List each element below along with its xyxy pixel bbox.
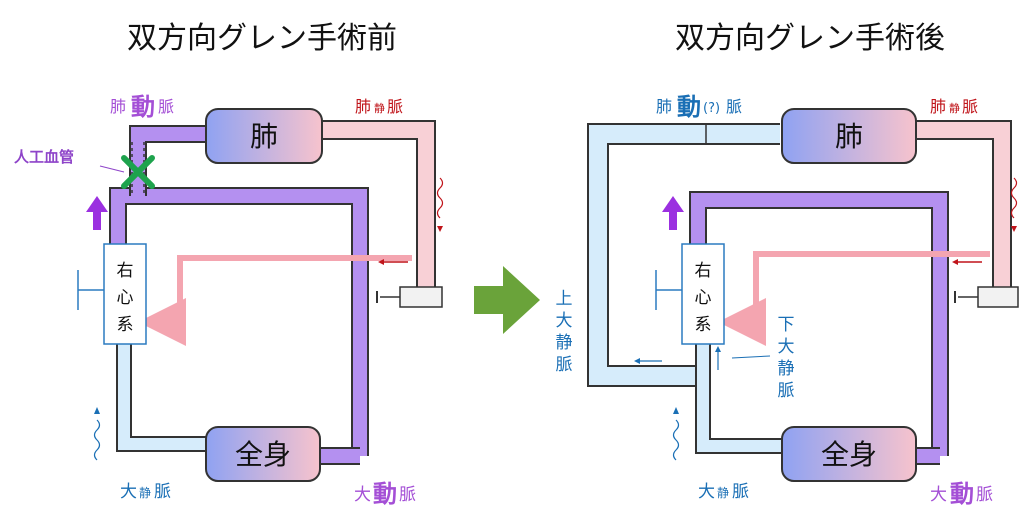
right-lung-label: 肺 [835, 120, 863, 153]
svg-text:静: 静 [556, 333, 573, 353]
svg-text:動: 動 [373, 480, 397, 508]
right-wavy-blue-icon [672, 419, 680, 461]
left-lung-label: 肺 [250, 120, 278, 153]
left-shunt-label: 人工血管 [14, 148, 74, 166]
svg-text:動: 動 [950, 480, 974, 508]
svg-text:肺: 肺 [930, 97, 946, 116]
right-heart-bracket [655, 270, 682, 310]
svg-text:(?): (?) [703, 101, 720, 116]
left-syringe-icon [376, 286, 443, 308]
right-diagram: 双方向グレン手術後 [556, 21, 1019, 508]
svg-text:大: 大 [698, 482, 715, 502]
left-pulmonary-return-arrow [138, 255, 412, 346]
svg-text:静: 静 [949, 101, 960, 115]
right-up-arrow-icon [662, 196, 684, 230]
left-body-label: 全身 [235, 438, 291, 471]
svg-text:右: 右 [695, 261, 712, 281]
svg-text:動: 動 [131, 93, 155, 121]
left-vc-label: 大 静 脈 [120, 482, 171, 502]
svg-text:脈: 脈 [399, 485, 416, 505]
svg-text:脈: 脈 [556, 355, 573, 375]
right-small-red-arrow [952, 259, 982, 265]
right-wavy-red-icon [1010, 177, 1018, 219]
left-aorta-loop [109, 187, 369, 465]
svg-text:心: 心 [695, 288, 712, 308]
right-heart-box: 右 心 系 [681, 243, 725, 345]
right-svc-flow-arrow [634, 358, 662, 364]
svg-text:脈: 脈 [962, 97, 978, 116]
svg-text:動: 動 [677, 93, 701, 121]
right-pulmonary-return-arrow [718, 251, 990, 346]
svg-text:系: 系 [695, 315, 712, 335]
left-up-arrow-icon [86, 196, 108, 230]
right-aorta-label: 大 動 脈 [930, 480, 993, 508]
svg-text:脈: 脈 [976, 485, 993, 505]
svg-text:静: 静 [778, 359, 795, 379]
right-lung-box: 肺 [781, 108, 917, 164]
svg-text:脈: 脈 [387, 97, 403, 116]
svg-text:静: 静 [139, 486, 151, 500]
svg-text:下: 下 [778, 315, 795, 335]
svg-text:脈: 脈 [732, 482, 749, 502]
left-wavy-blue-icon [93, 419, 101, 461]
left-lung-box: 肺 [205, 108, 323, 164]
svg-text:肺: 肺 [110, 97, 126, 116]
svg-text:静: 静 [717, 486, 729, 500]
svg-text:上: 上 [556, 289, 573, 309]
left-x-mark-icon [121, 155, 155, 189]
left-body-box: 全身 [205, 426, 321, 482]
svg-text:大: 大 [930, 485, 947, 505]
left-wavy-red-icon [436, 177, 444, 219]
svg-text:脈: 脈 [154, 482, 171, 502]
right-pv-label: 肺 静 脈 [930, 97, 978, 116]
right-body-box: 全身 [781, 426, 917, 482]
svg-text:大: 大 [354, 485, 371, 505]
svg-text:肺: 肺 [355, 97, 371, 116]
right-aorta-loop [689, 191, 949, 465]
right-pa-label: 肺 動 (?) 脈 [656, 93, 742, 121]
left-title: 双方向グレン手術前 [127, 21, 397, 56]
left-pv-label: 肺 静 脈 [355, 97, 403, 116]
left-pa-label: 肺 動 脈 [110, 93, 174, 121]
right-svc-loop [587, 123, 780, 387]
right-body-label: 全身 [821, 438, 877, 471]
left-heart-box: 右 心 系 [103, 243, 147, 345]
left-heart-2: 心 [117, 288, 134, 308]
svg-text:脈: 脈 [726, 97, 742, 116]
svg-text:大: 大 [556, 311, 573, 331]
left-small-red-arrow [378, 259, 408, 265]
right-syringe-icon [954, 286, 1019, 308]
svg-text:大: 大 [120, 482, 137, 502]
right-svc-label: 上 大 静 脈 [556, 289, 573, 375]
svg-text:大: 大 [778, 337, 795, 357]
left-diagram: 双方向グレン手術前 [14, 21, 444, 508]
left-vena-cava [116, 344, 206, 452]
right-ivc-label: 下 大 静 脈 [778, 315, 795, 401]
svg-text:脈: 脈 [158, 97, 174, 116]
svg-text:静: 静 [374, 101, 385, 115]
right-title: 双方向グレン手術後 [675, 21, 945, 56]
left-pulmonary-vein [320, 120, 436, 288]
right-ivc-flow-arrow [715, 346, 721, 370]
left-aorta-label: 大 動 脈 [354, 480, 416, 508]
svg-text:脈: 脈 [778, 381, 795, 401]
right-pulmonary-vein [916, 120, 1012, 290]
transition-arrow-icon [474, 266, 540, 334]
right-vc-label: 大 静 脈 [698, 482, 749, 502]
left-heart-1: 右 [117, 261, 134, 281]
left-heart-bracket [77, 270, 104, 310]
left-heart-3: 系 [117, 315, 134, 335]
svg-text:肺: 肺 [656, 97, 672, 116]
right-ivc [695, 344, 782, 454]
